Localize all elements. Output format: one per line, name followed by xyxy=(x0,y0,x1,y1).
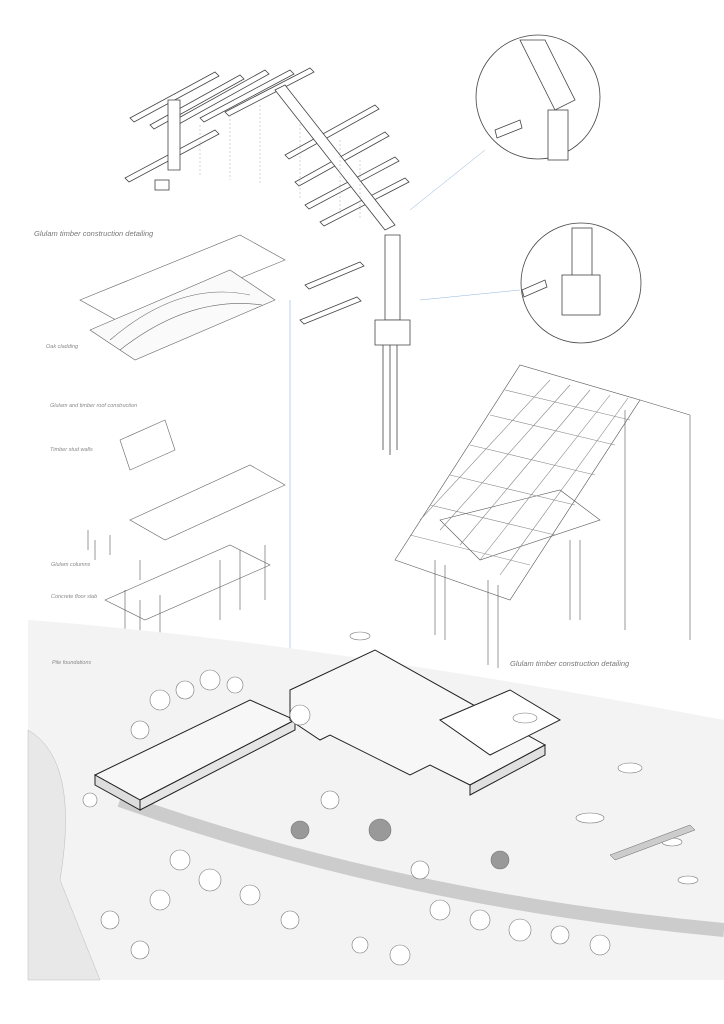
building-right xyxy=(289,649,562,796)
detail-circle-top xyxy=(475,34,601,161)
boats xyxy=(349,631,699,885)
label-piles: Pile foundations xyxy=(52,660,92,666)
label-roof-construction: Glulam and timber roof construction xyxy=(50,403,138,409)
label-oak-cladding: Oak cladding xyxy=(46,344,79,350)
assembly-guides xyxy=(199,105,361,220)
label-floor-slab: Concrete floor slab xyxy=(51,594,98,600)
label-columns: Glulam columns xyxy=(51,562,91,568)
building-left xyxy=(93,699,297,811)
site-plan xyxy=(27,620,724,981)
detail-circle-bottom xyxy=(520,222,642,344)
jetty xyxy=(609,824,696,861)
label-detail-top: Glulam timber construction detailing xyxy=(34,229,154,238)
label-detail-right: Glulam timber construction detailing xyxy=(510,659,630,668)
label-stud-walls: Timber stud walls xyxy=(50,447,93,453)
roof-structure-perspective xyxy=(394,364,691,668)
exploded-layers xyxy=(79,234,286,660)
roof-frame-exploded xyxy=(124,67,411,455)
trees xyxy=(82,669,611,966)
